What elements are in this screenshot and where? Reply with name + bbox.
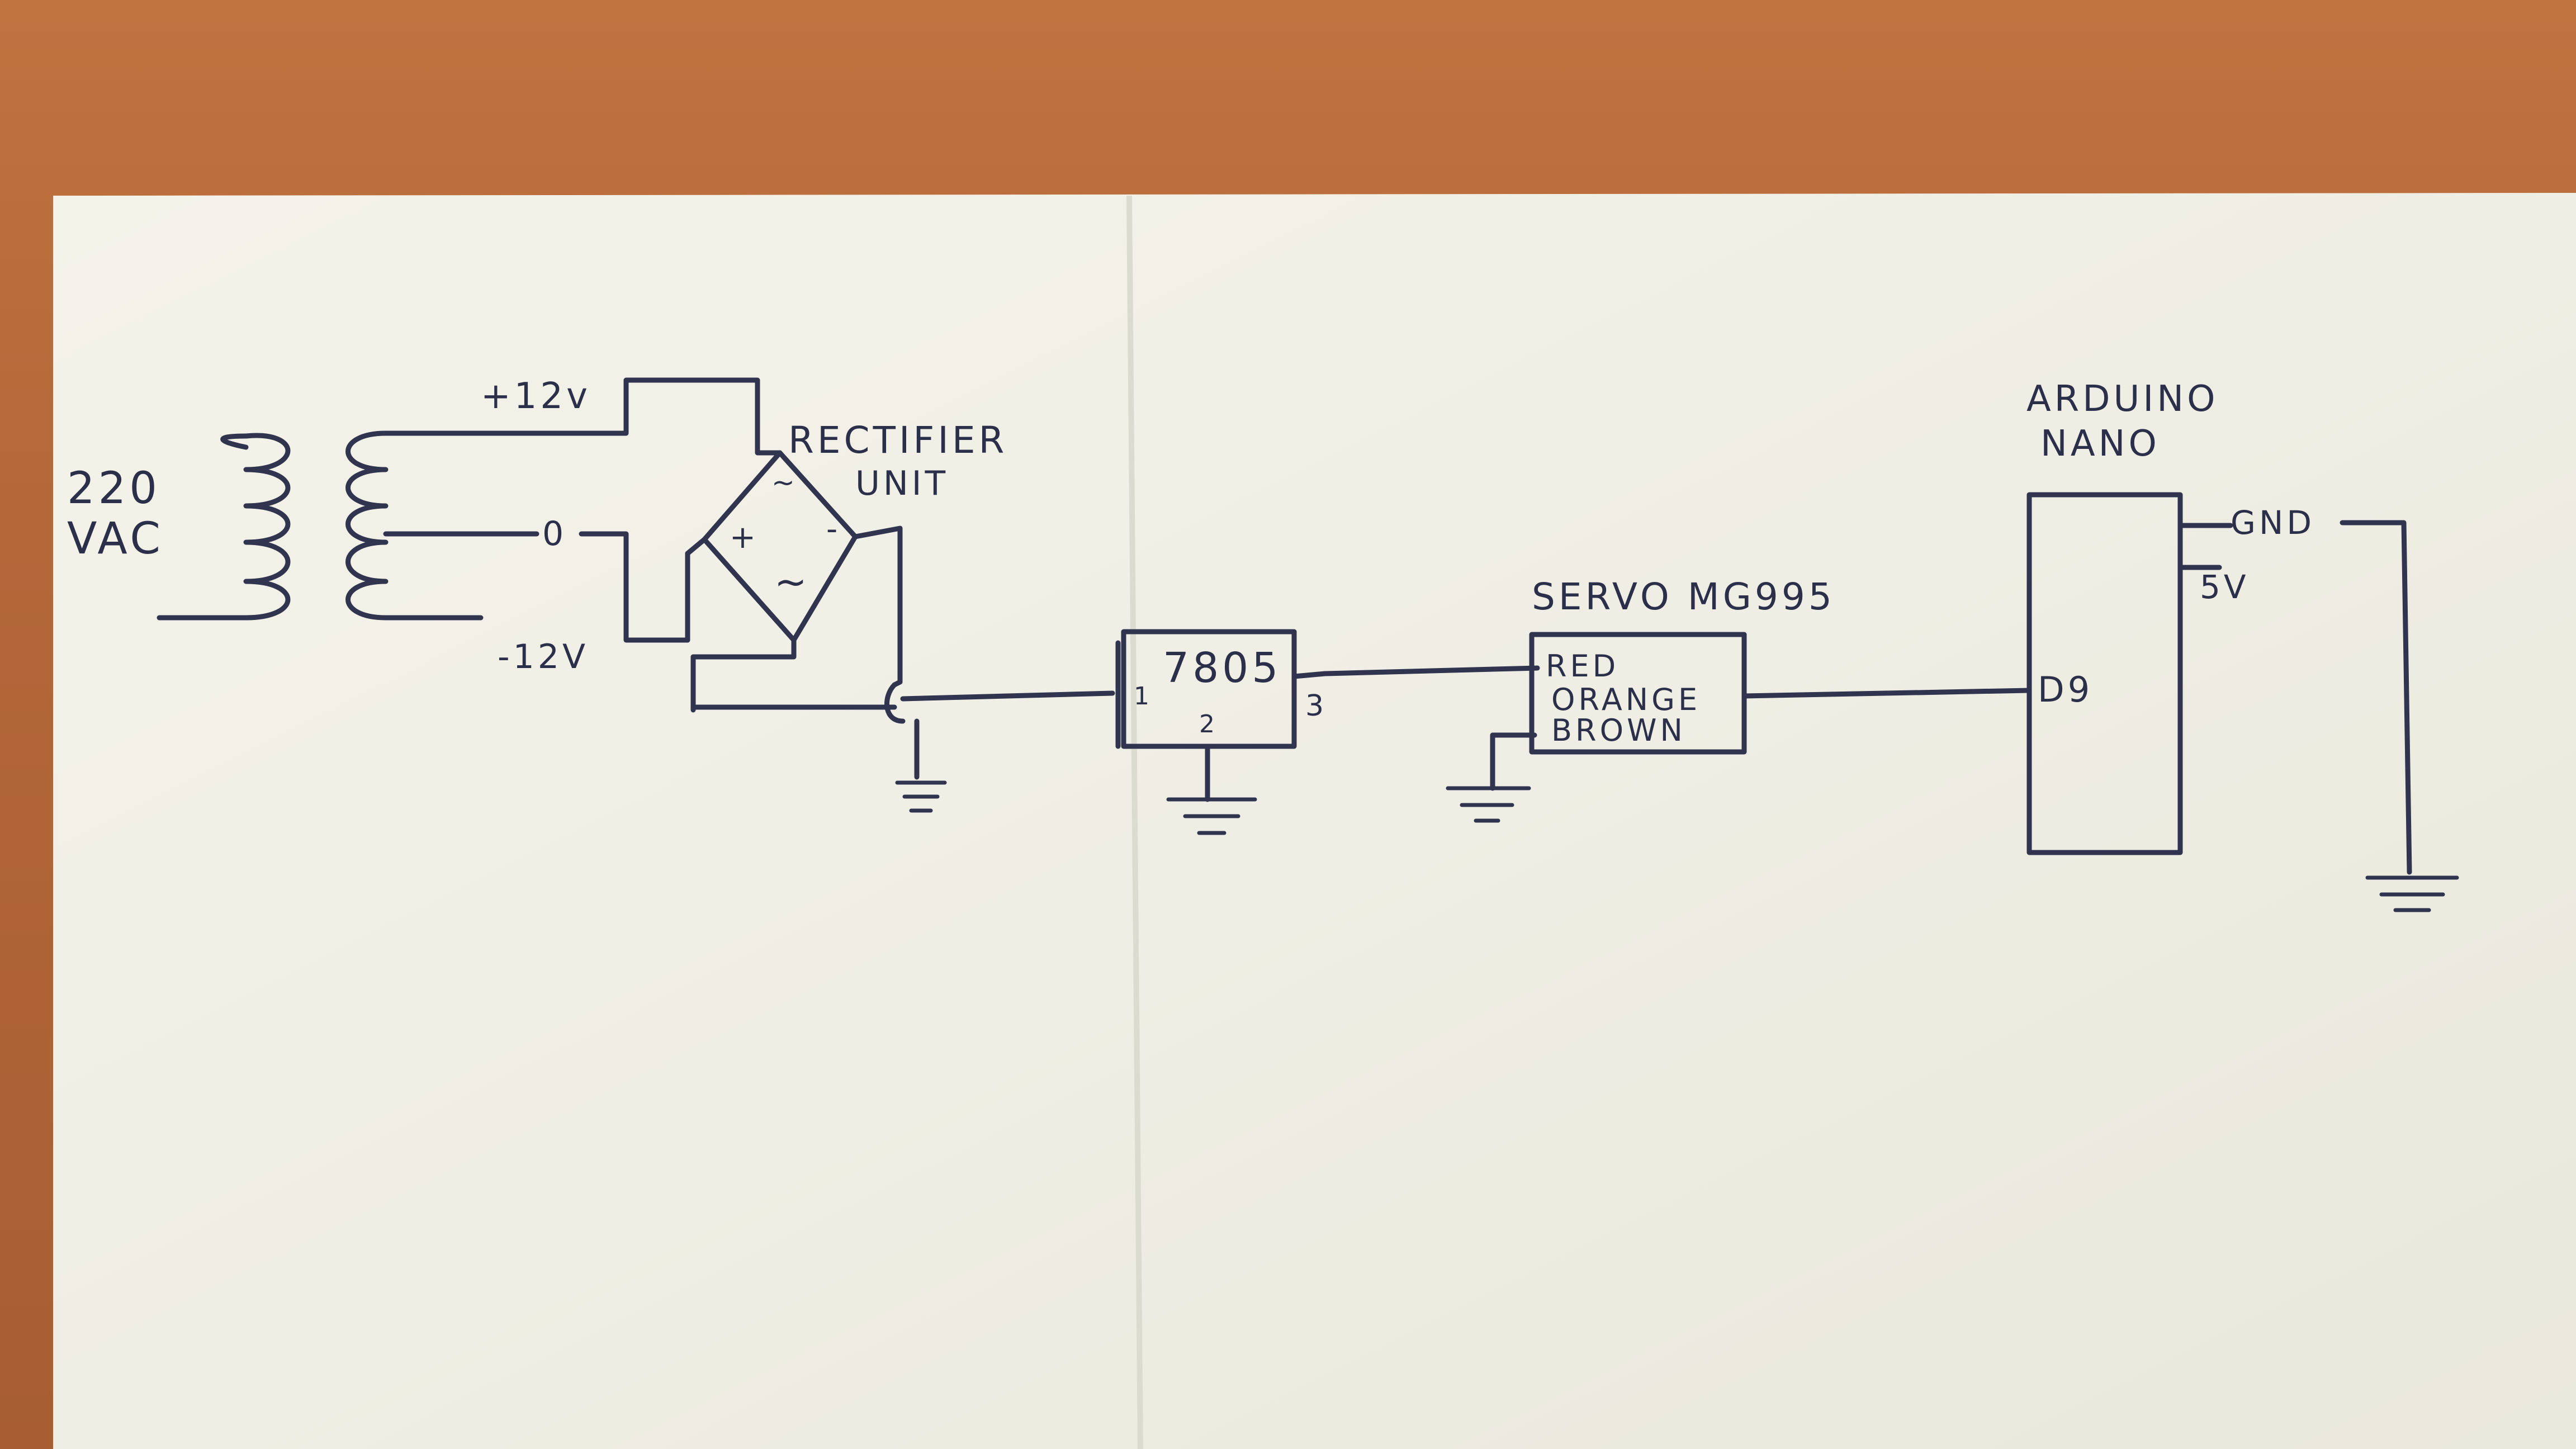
bridge-minus-label: - [826,511,841,547]
zero-tap-label: 0 [542,514,567,553]
bridge-ac-bottom-label: ~ [774,559,811,605]
bridge-rectifier [685,377,1115,813]
servo-orange-label: ORANGE [1551,682,1701,717]
minus-12v-label: -12V [498,637,589,676]
transformer-symbol [157,377,757,643]
source-voltage-label: 220 [67,463,160,514]
regulator-pin1-label: 1 [1134,682,1153,711]
source-type-label: VAC [67,514,164,564]
plus-12v-label: +12v [481,376,591,417]
arduino-gnd-label: GND [2231,504,2315,542]
regulator-7805 [1115,629,1540,835]
arduino-5v-label: 5V [2200,568,2250,606]
arduino-d9-label: D9 [2038,669,2093,710]
servo-brown-label: BROWN [1551,713,1686,748]
arduino-nano-block [2026,492,2459,912]
rectifier-label-line1: RECTIFIER [788,419,1007,462]
bridge-ac-top-label: ~ [771,466,798,499]
paper-sheet [53,193,2576,1449]
regulator-pin2-label: 2 [1199,710,1218,738]
regulator-label: 7805 [1163,644,1281,692]
arduino-label-line2: NANO [2040,423,2160,465]
servo-red-label: RED [1546,648,1619,684]
servo-title: SERVO MG995 [1532,575,1835,618]
bridge-plus-label: + [730,519,759,556]
paper-fold [1126,195,1143,1449]
rectifier-label-line2: UNIT [855,464,949,503]
servo-block [1446,632,2032,823]
regulator-pin3-label: 3 [1305,689,1327,723]
arduino-label-line1: ARDUINO [2026,378,2219,420]
